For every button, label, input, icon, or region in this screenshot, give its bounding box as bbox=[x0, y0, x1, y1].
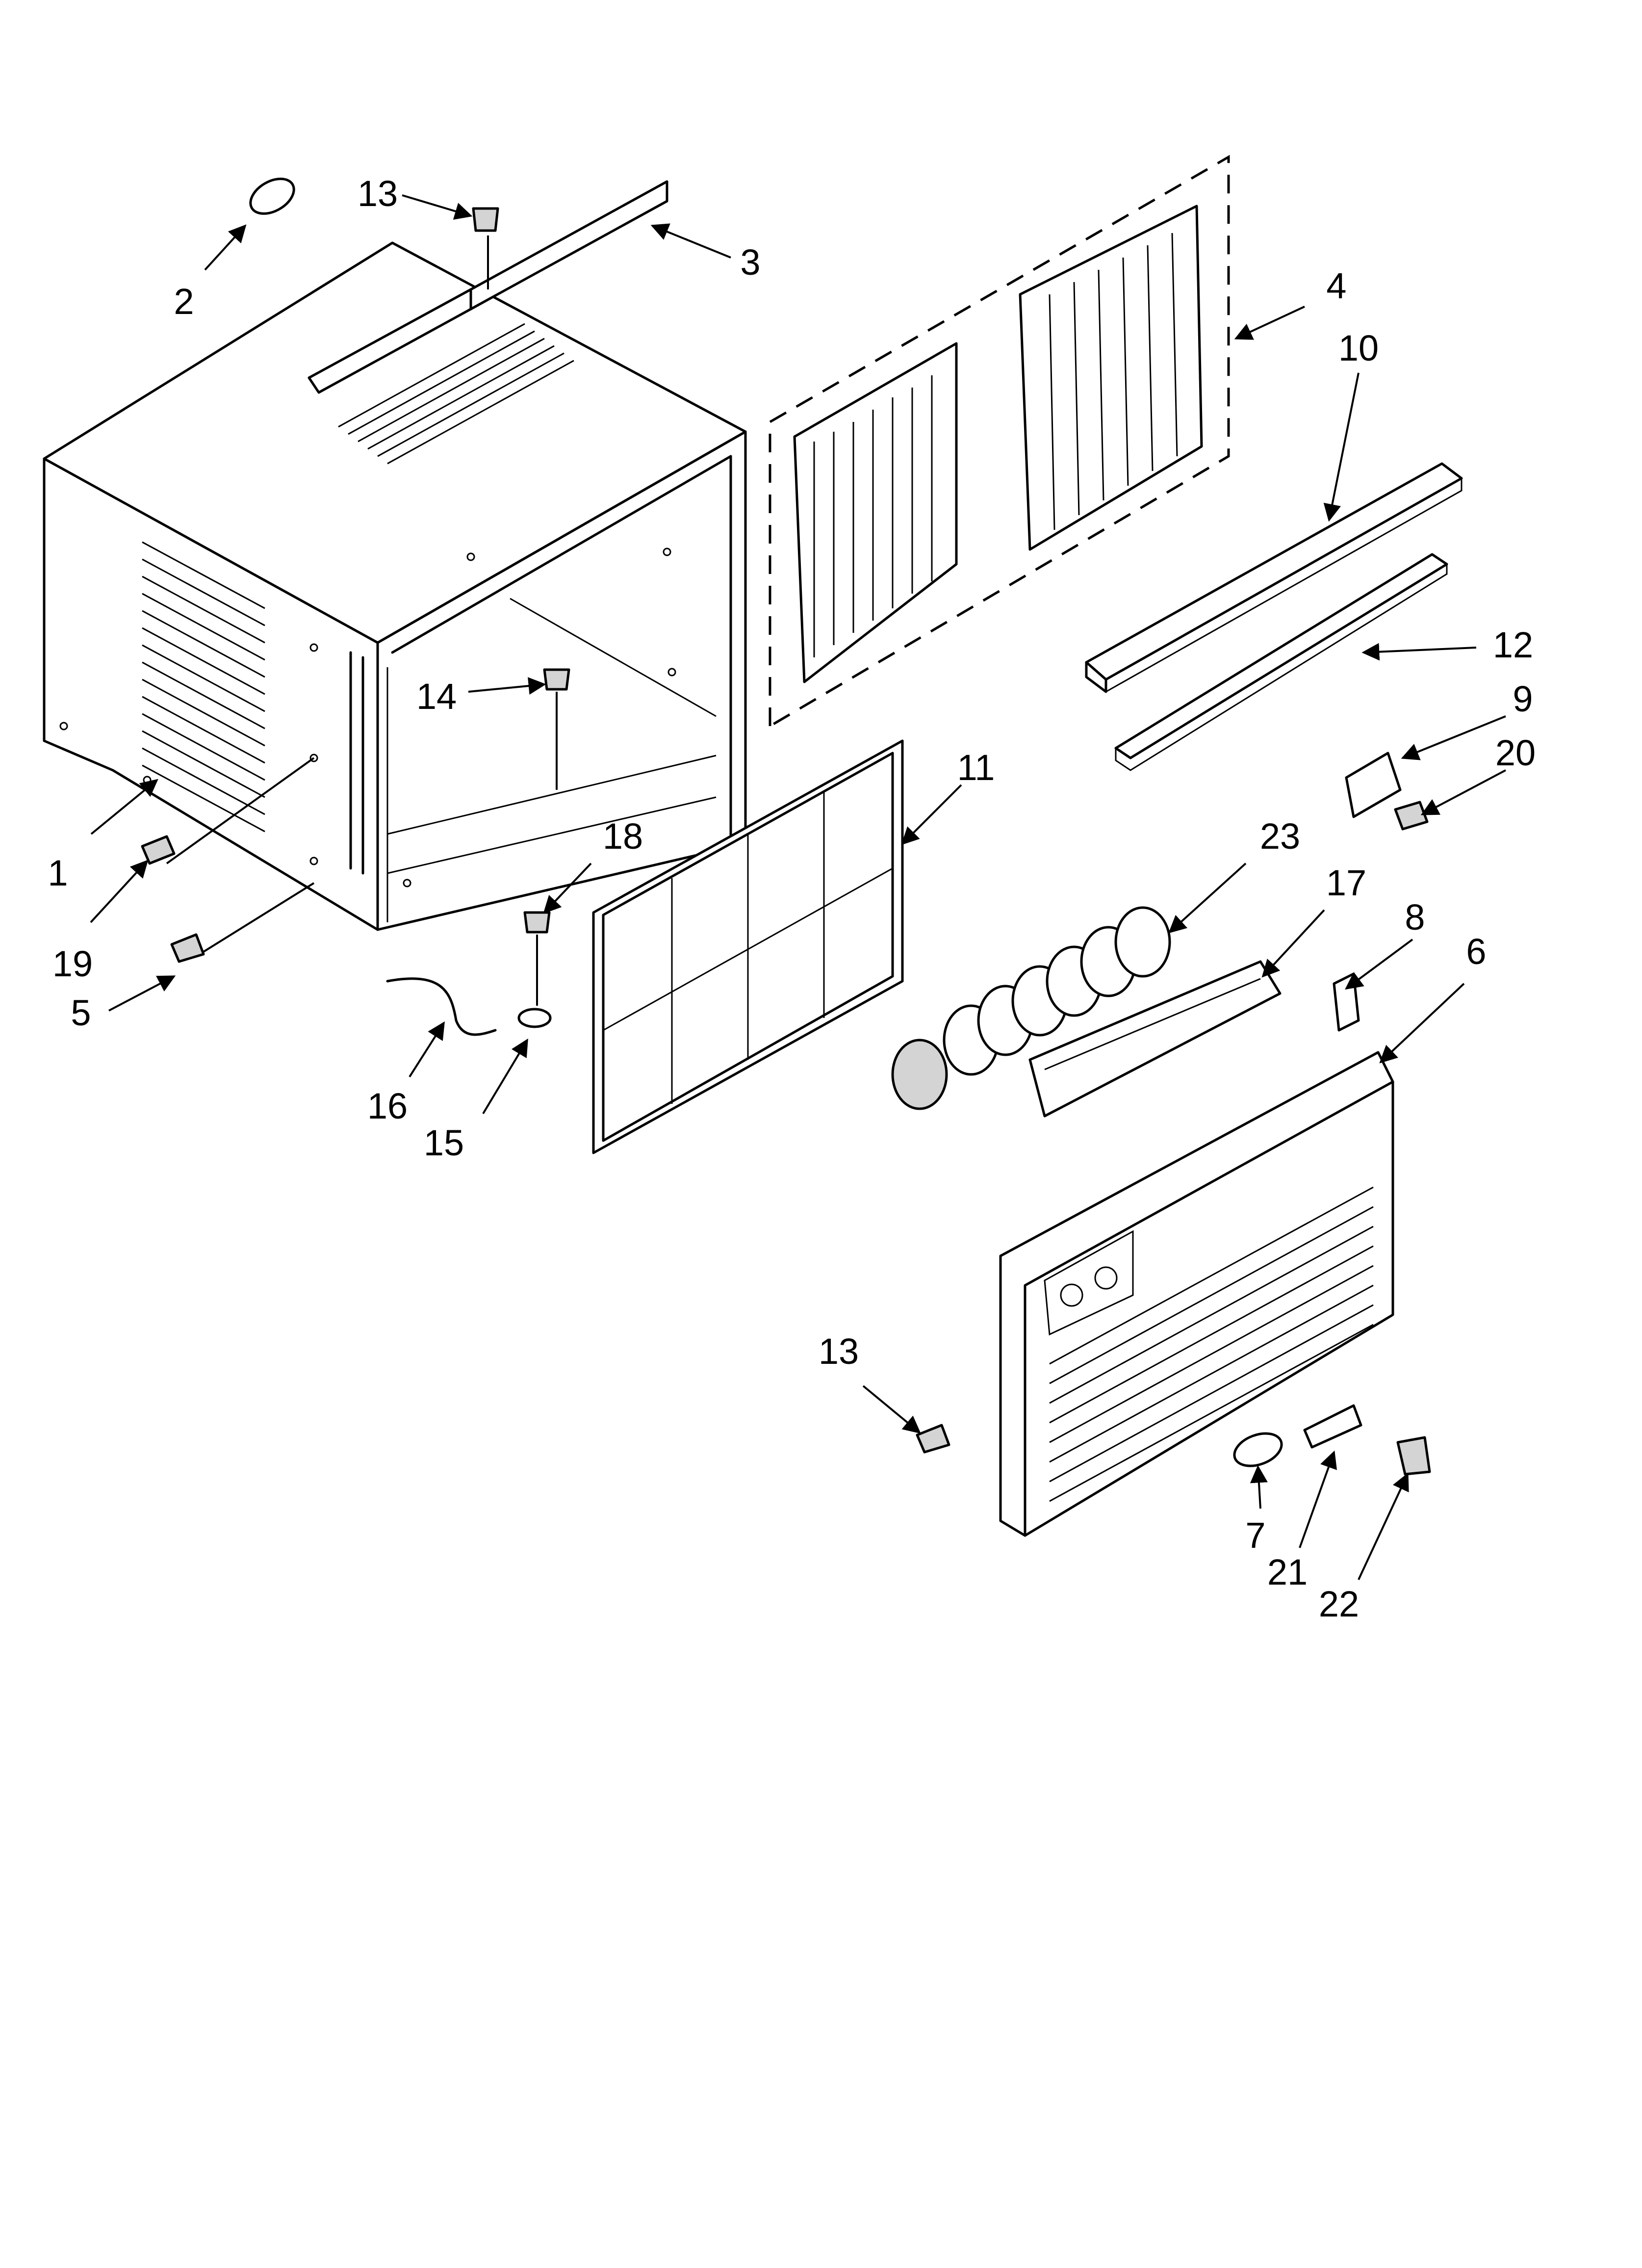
callout-labels: 1 2 3 4 5 6 7 8 9 10 11 12 13 13 14 15 1… bbox=[48, 173, 1536, 1624]
callout-21: 21 bbox=[1267, 1552, 1308, 1592]
filter bbox=[592, 739, 904, 1154]
coil-assembly bbox=[769, 155, 1230, 729]
top-bracket bbox=[308, 180, 668, 394]
callout-19: 19 bbox=[52, 943, 93, 984]
louver-assembly bbox=[1028, 960, 1282, 1118]
plug-oval-2 bbox=[249, 178, 295, 215]
callout-7: 7 bbox=[1245, 1515, 1265, 1556]
washer-15 bbox=[517, 1008, 552, 1028]
screw-19 bbox=[141, 835, 176, 865]
callout-4: 4 bbox=[1326, 265, 1346, 306]
cabinet bbox=[43, 241, 747, 931]
rail-lower bbox=[1114, 553, 1448, 771]
front-panel-grille bbox=[1049, 1186, 1374, 1502]
wire-16 bbox=[386, 977, 497, 1036]
blower-wheel bbox=[891, 906, 1171, 1110]
callout-11: 11 bbox=[957, 747, 995, 788]
screw-13-front bbox=[916, 1424, 950, 1454]
leader-lines bbox=[90, 194, 1506, 1580]
callout-17: 17 bbox=[1326, 862, 1366, 903]
callout-8: 8 bbox=[1405, 897, 1425, 938]
callout-13b: 13 bbox=[819, 1331, 859, 1372]
callout-22: 22 bbox=[1319, 1584, 1359, 1624]
callout-9: 9 bbox=[1513, 678, 1533, 719]
rail-upper bbox=[1085, 462, 1463, 693]
screw-18 bbox=[523, 911, 551, 934]
callout-2: 2 bbox=[174, 281, 194, 322]
callout-6: 6 bbox=[1466, 931, 1486, 972]
callout-23: 23 bbox=[1260, 816, 1300, 857]
bracket bbox=[1345, 752, 1402, 818]
knob-plate-21 bbox=[1303, 1404, 1362, 1449]
callout-20: 20 bbox=[1495, 732, 1536, 773]
cabinet-top-louvers bbox=[338, 323, 574, 465]
front-panel bbox=[999, 1051, 1394, 1537]
cabinet-side-louvers bbox=[142, 541, 265, 833]
callout-13a: 13 bbox=[358, 173, 398, 214]
screw-13-top bbox=[472, 207, 499, 232]
screw-5 bbox=[170, 933, 205, 963]
callout-18: 18 bbox=[603, 816, 643, 857]
callout-1: 1 bbox=[48, 853, 68, 893]
callout-12: 12 bbox=[1493, 625, 1533, 665]
callout-15: 15 bbox=[424, 1122, 464, 1163]
plug-oval-7 bbox=[1233, 1432, 1283, 1467]
callout-5: 5 bbox=[71, 992, 91, 1033]
screw-20 bbox=[1394, 801, 1429, 831]
callout-10: 10 bbox=[1338, 328, 1379, 368]
knob-22 bbox=[1396, 1436, 1431, 1476]
callout-3: 3 bbox=[740, 242, 760, 283]
callout-16: 16 bbox=[367, 1086, 408, 1126]
callout-14: 14 bbox=[416, 676, 457, 717]
screw-14 bbox=[543, 668, 570, 691]
